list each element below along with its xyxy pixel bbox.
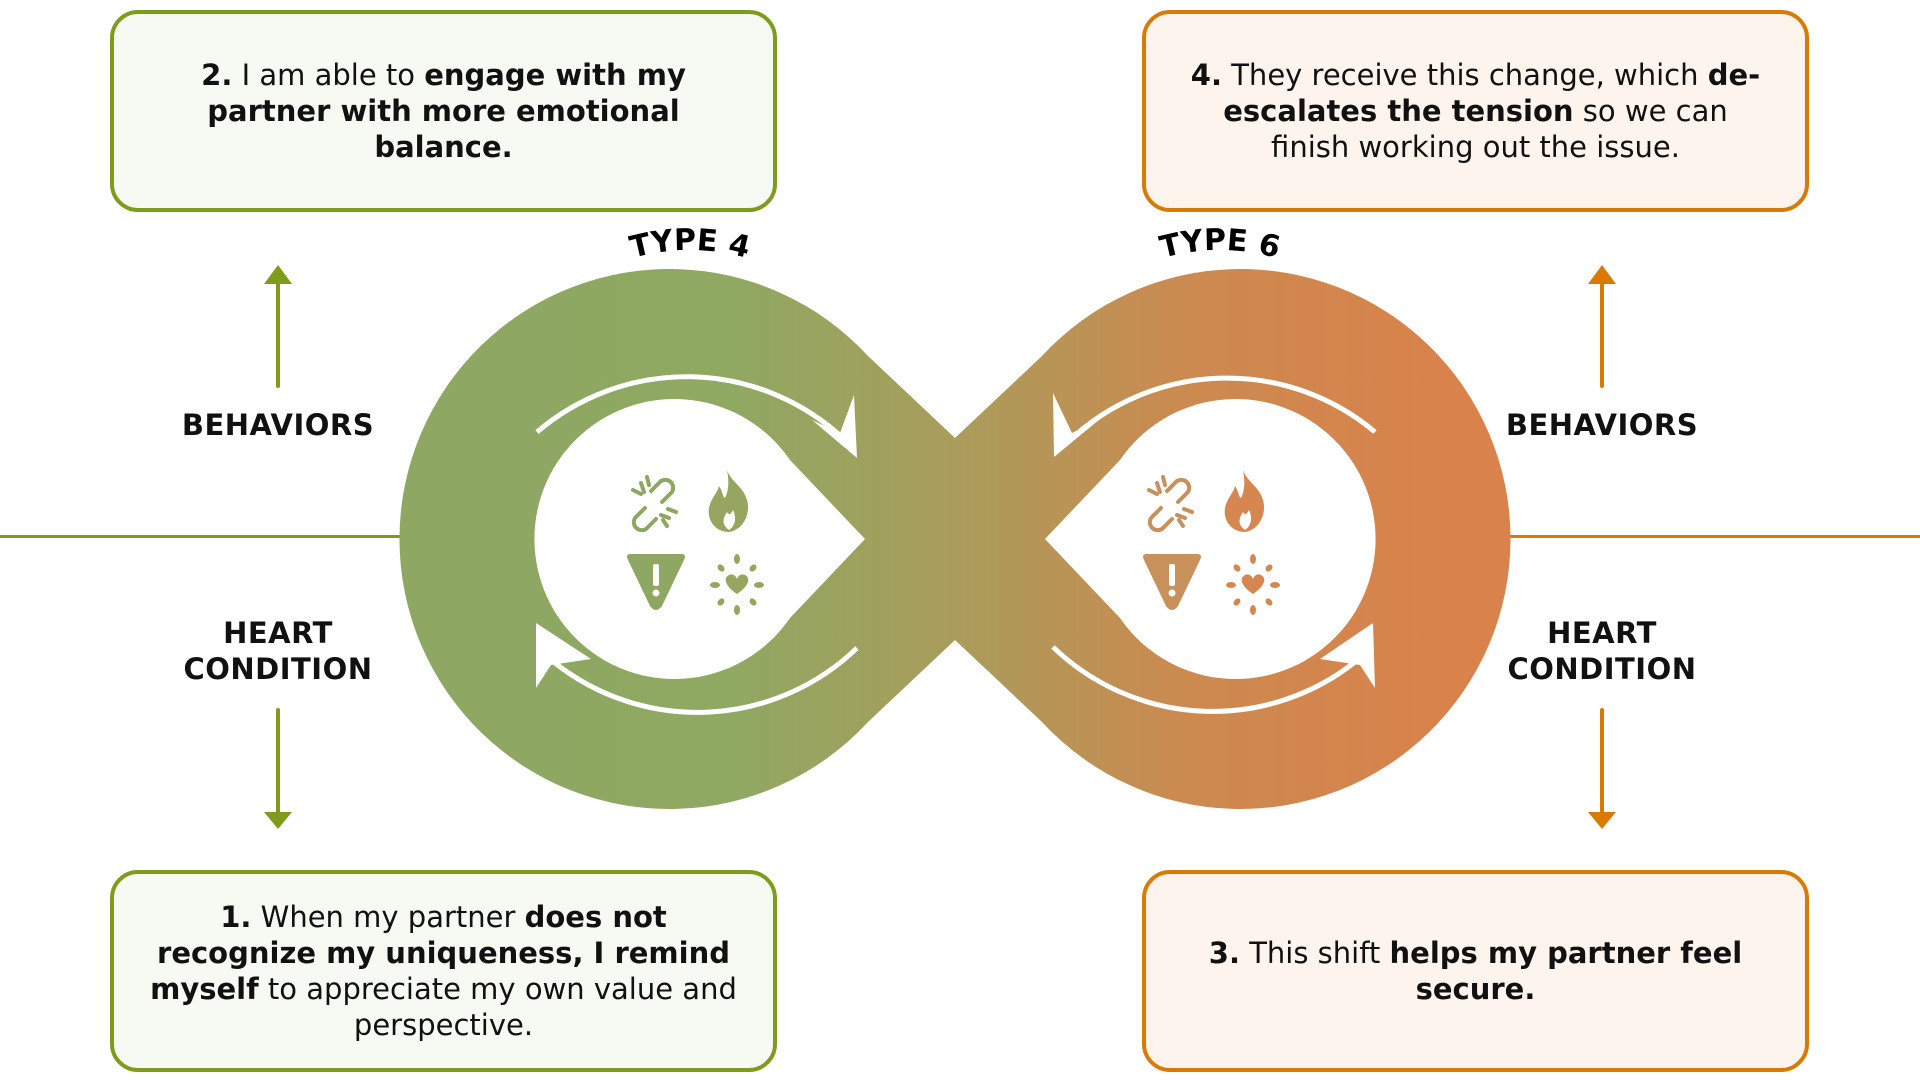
left-top-cycle-arrow xyxy=(535,374,857,458)
broken-link-icon xyxy=(1147,475,1194,533)
left-bottom-cycle-arrow xyxy=(536,623,859,715)
step-1-box: 1. When my partner does not recognize my… xyxy=(110,870,777,1072)
left-down-arrow xyxy=(264,708,292,829)
right-top-cycle-arrow xyxy=(1053,375,1377,457)
warning-icon xyxy=(1143,554,1201,610)
left-heart-condition-label: HEART CONDITION xyxy=(183,616,373,686)
step-number: 4. xyxy=(1190,58,1222,92)
flame-icon xyxy=(708,470,749,532)
type-6-label: TYPE 6 xyxy=(1157,223,1284,266)
glowing-heart-icon xyxy=(710,554,764,615)
warning-icon xyxy=(627,554,685,610)
step-2-box: 2. I am able to engage with my partner w… xyxy=(110,10,777,212)
right-heart-condition-label: HEART CONDITION xyxy=(1507,616,1697,686)
infinity-loop xyxy=(399,269,1511,810)
flame-icon xyxy=(1224,470,1265,532)
divider-line-right xyxy=(1462,535,1920,538)
step-number: 3. xyxy=(1208,936,1240,970)
divider-line-left xyxy=(0,535,450,538)
step-3-box: 3. This shift helps my partner feel secu… xyxy=(1142,870,1809,1072)
type-4-label: TYPE 4 xyxy=(627,223,754,266)
step-number: 1. xyxy=(220,900,252,934)
right-icon-group xyxy=(1143,470,1280,615)
step-number: 2. xyxy=(201,58,233,92)
left-icon-group xyxy=(627,470,764,615)
glowing-heart-icon xyxy=(1226,554,1280,615)
broken-link-icon xyxy=(631,475,678,533)
step-4-box: 4. They receive this change, which de-es… xyxy=(1142,10,1809,212)
right-down-arrow xyxy=(1588,708,1616,829)
right-up-arrow xyxy=(1588,265,1616,388)
left-up-arrow xyxy=(264,265,292,388)
right-bottom-cycle-arrow xyxy=(1051,623,1375,714)
left-behaviors-label: BEHAVIORS xyxy=(181,408,375,442)
right-behaviors-label: BEHAVIORS xyxy=(1505,408,1699,442)
